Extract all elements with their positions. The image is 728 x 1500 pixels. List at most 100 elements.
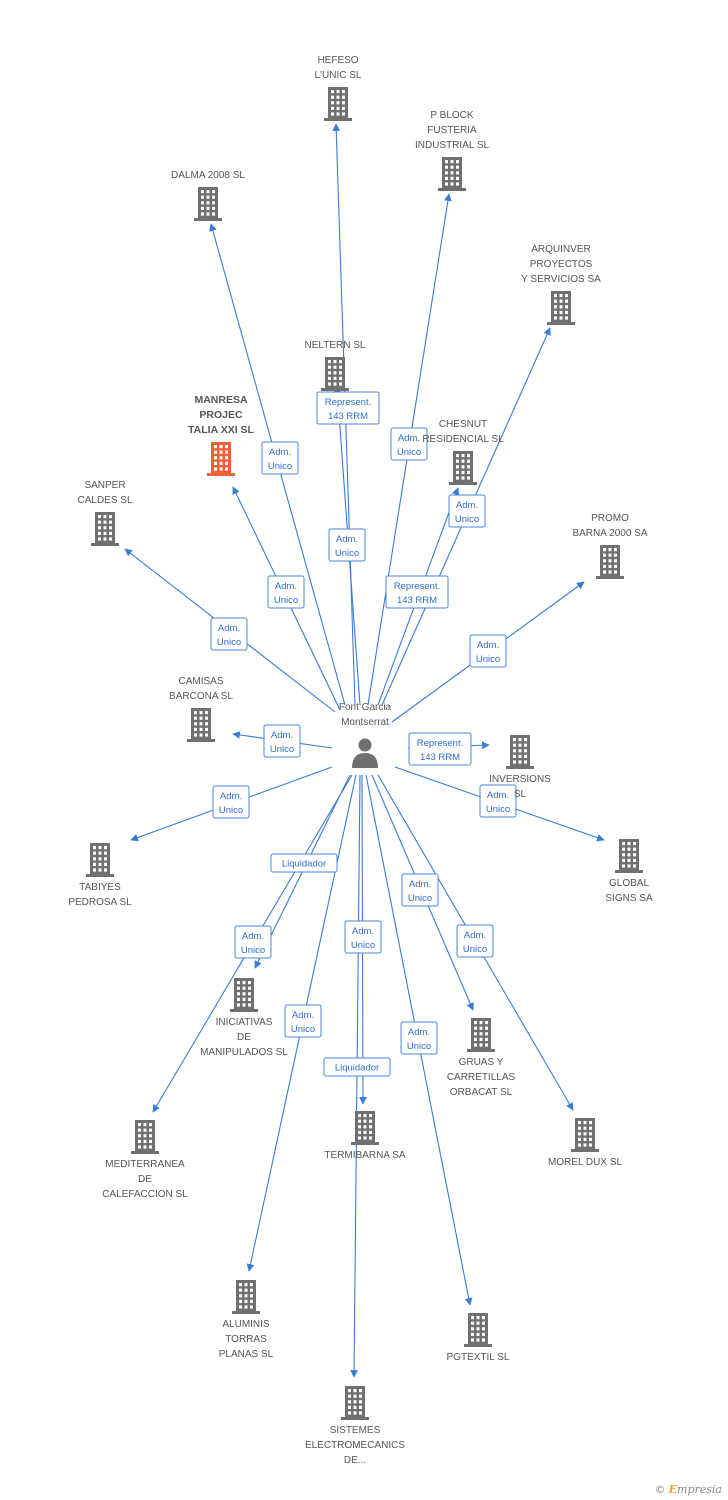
relation-role: Adm. Unico [486,790,510,815]
company-node-neltern[interactable]: NELTERN SL [305,340,366,391]
relation-role-line: Unico [274,595,298,606]
company-name-line: DE [237,1032,251,1043]
relation-role: Adm.Unico [476,640,500,665]
company-name-line: L'UNIC SL [315,70,362,81]
relation-badge-promo[interactable]: Adm.Unico [469,634,507,668]
company-name-line: HEFESO [317,55,358,66]
person-name-line: Font Garcia [339,702,392,713]
relation-badge-gruas[interactable]: Adm.Unico [401,873,439,907]
company-name-line: Y SERVICIOS SA [521,274,601,285]
copyright-symbol: © [654,1483,666,1496]
building-icon [230,978,258,1012]
relation-role-line: Adm. [220,791,242,802]
building-icon [351,1111,379,1145]
relation-role-line: Unico [486,804,510,815]
relation-role-line: Adm. [408,1027,430,1038]
relation-role: Adm.Unico [270,730,294,755]
relation-badge-inversions[interactable]: Represent. 143 RRM [408,732,472,766]
relation-role-line: Unico [463,944,487,955]
building-icon [232,1280,260,1314]
building-icon [438,157,466,191]
company-name: MOREL DUX SL [548,1157,623,1168]
relation-role: Adm.Unico [217,623,241,648]
company-node-dalma[interactable]: DALMA 2008 SL [171,170,245,221]
relation-badge-sanper[interactable]: Adm.Unico [210,617,248,651]
company-name-line: PROJEC [199,409,243,421]
building-icon [449,451,477,485]
company-name-line: SANPER [84,480,125,491]
relation-role: Adm.Unico [407,1027,431,1052]
relation-role-line: 143 RRM [420,752,460,763]
relation-badge-pgtextil[interactable]: Adm.Unico [400,1021,438,1055]
relation-role-line: Unico [455,514,479,525]
brand-footer[interactable]: ©Empresia [655,1483,722,1496]
relation-badge-chesnut[interactable]: Adm. Unico [448,494,486,528]
company-name-line: TABIYES [79,882,121,893]
relation-role-line: Adm. [456,500,478,511]
company-name-line: MANIPULADOS SL [200,1047,288,1058]
company-name-line: PLANAS SL [219,1349,274,1360]
relation-badge-iniciativas[interactable]: Liquidador [270,853,338,873]
relation-badge-hefeso[interactable]: Adm.Unico [328,528,366,562]
relation-badge-dalma[interactable]: Adm.Unico [261,441,299,475]
relation-badge-mediterranea[interactable]: Adm.Unico [234,925,272,959]
relation-badge-morel[interactable]: Adm. Unico [456,924,494,958]
relation-role: Adm. Unico [463,930,487,955]
relation-badge-aluminis[interactable]: Adm.Unico [284,1004,322,1038]
company-name-line: ELECTROMECANICS [305,1440,405,1451]
building-icon [464,1313,492,1347]
company-name-line: PROMO [591,513,629,524]
company-name-line: RESIDENCIAL SL [422,434,504,445]
company-node-hefeso[interactable]: HEFESO L'UNIC SL [315,55,362,121]
relation-badge-arquinver[interactable]: Represent.143 RRM [385,575,449,609]
company-name-line: MEDITERRANEA [105,1159,185,1170]
company-name-line: FUSTERIA [427,125,477,136]
relation-role-line: Liquidador [335,1063,379,1074]
relation-role-line: Adm. [487,790,509,801]
relation-role: Adm.Unico [335,534,359,559]
company-name-line: PROYECTOS [530,259,593,270]
relation-badge-camisas[interactable]: Adm.Unico [263,724,301,758]
relation-badge-termibarna[interactable]: Adm.Unico [344,920,382,954]
relation-role-line: Adm. [464,930,486,941]
relation-role-line: Adm. [269,447,291,458]
relation-role-line: Unico [241,945,265,956]
company-node-termibarna[interactable]: TERMIBARNA SA [324,1111,406,1161]
relation-badge-global[interactable]: Adm. Unico [479,784,517,818]
relation-badge-pblock[interactable]: Adm.Unico [390,427,428,461]
relation-badge-manresa[interactable]: Adm.Unico [267,575,305,609]
company-node-morel[interactable]: MOREL DUX SL [548,1118,623,1168]
relation-role-line: Unico [219,805,243,816]
company-name-line: ORBACAT SL [450,1087,513,1098]
relation-role-line: Represent. [417,738,463,749]
relation-badge-sistemes[interactable]: Liquidador [323,1057,391,1077]
relation-badge-neltern[interactable]: Represent.143 RRM [316,391,380,425]
company-name-line: CARRETILLAS [447,1072,516,1083]
relation-role: Adm.Unico [397,433,421,458]
building-icon [596,545,624,579]
company-node-pgtextil[interactable]: PGTEXTIL SL [447,1313,510,1363]
relation-badge-tabiyes[interactable]: Adm. Unico [212,785,250,819]
